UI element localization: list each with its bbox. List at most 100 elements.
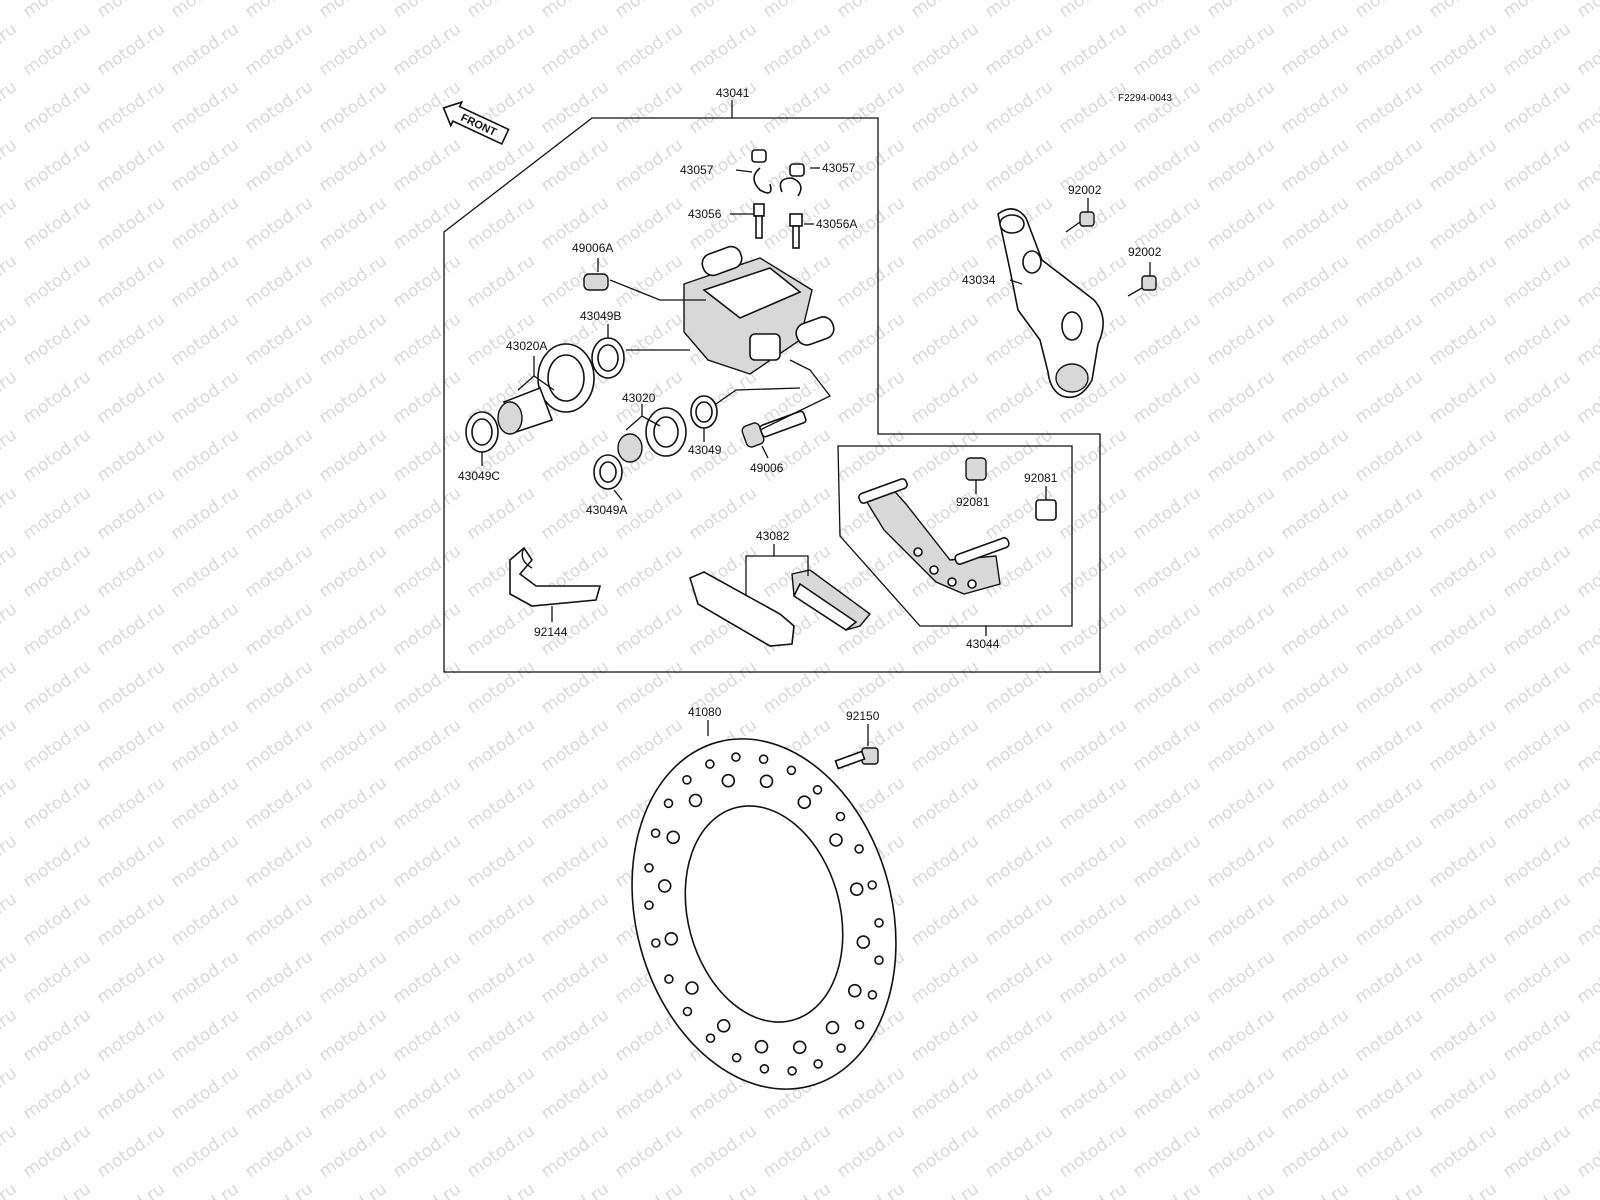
disc-hole: [650, 938, 661, 948]
watermark-text: motod.ru: [93, 599, 168, 660]
watermark-text: motod.ru: [907, 773, 982, 834]
watermark-text: motod.ru: [1129, 0, 1204, 22]
watermark-text: motod.ru: [611, 0, 686, 22]
watermark-text: motod.ru: [241, 657, 316, 718]
watermark-text: motod.ru: [241, 135, 316, 196]
watermark-text: motod.ru: [0, 425, 21, 486]
watermark-text: motod.ru: [981, 1005, 1056, 1066]
watermark-text: motod.ru: [315, 715, 390, 776]
watermark-text: motod.ru: [1573, 483, 1600, 544]
watermark-text: motod.ru: [537, 1063, 612, 1124]
watermark-text: motod.ru: [1203, 889, 1278, 950]
watermark-text: motod.ru: [907, 19, 982, 80]
watermark-text: motod.ru: [1055, 1121, 1130, 1182]
piston-43020A: [537, 343, 595, 413]
disc-hole: [759, 774, 774, 789]
watermark-text: motod.ru: [463, 251, 538, 312]
watermark-text: motod.ru: [1129, 1063, 1204, 1124]
watermark-text: motod.ru: [463, 773, 538, 834]
part-label-43049: 43049: [688, 443, 722, 457]
watermark-text: motod.ru: [1351, 831, 1426, 892]
disc-hole: [849, 882, 864, 897]
watermark-text: motod.ru: [1425, 889, 1500, 950]
watermark-text: motod.ru: [167, 889, 242, 950]
disc-hole: [874, 955, 884, 966]
watermark-text: motod.ru: [0, 309, 21, 370]
disc-hole: [716, 1019, 731, 1033]
watermark-text: motod.ru: [833, 367, 908, 428]
watermark-text: motod.ru: [685, 0, 760, 22]
watermark-text: motod.ru: [833, 1121, 908, 1182]
watermark-text: motod.ru: [1499, 483, 1574, 544]
watermark-text: motod.ru: [0, 947, 21, 1008]
part-label-92144: 92144: [534, 625, 568, 639]
watermark-text: motod.ru: [1573, 715, 1600, 776]
disc-hole: [874, 917, 884, 928]
watermark-text: motod.ru: [167, 19, 242, 80]
watermark-text: motod.ru: [315, 1063, 390, 1124]
watermark-text: motod.ru: [1277, 889, 1352, 950]
pin-49006: [741, 410, 807, 448]
watermark-text: motod.ru: [1425, 0, 1500, 22]
leader-line: [761, 445, 769, 459]
watermark-text: motod.ru: [1203, 1121, 1278, 1182]
watermark-text: motod.ru: [1351, 425, 1426, 486]
watermark-text: motod.ru: [1573, 1063, 1600, 1124]
watermark-text: motod.ru: [0, 77, 21, 138]
watermark-text: motod.ru: [1499, 0, 1574, 22]
watermark-text: motod.ru: [1203, 19, 1278, 80]
watermark-text: motod.ru: [389, 483, 464, 544]
bleeder-valve-43056: [753, 203, 765, 239]
watermark-text: motod.ru: [1499, 889, 1574, 950]
watermark-text: motod.ru: [1203, 831, 1278, 892]
watermark-text: motod.ru: [1129, 251, 1204, 312]
part-label-92081-lower: 92081: [1024, 471, 1058, 485]
part-label-43057-left: 43057: [680, 163, 714, 177]
watermark-text: motod.ru: [833, 19, 908, 80]
watermark-text: motod.ru: [315, 309, 390, 370]
watermark-text: motod.ru: [1129, 831, 1204, 892]
watermark-text: motod.ru: [1351, 1063, 1426, 1124]
disc-hole: [867, 989, 878, 1000]
watermark-text: motod.ru: [1499, 193, 1574, 254]
watermark-text: motod.ru: [167, 135, 242, 196]
watermark-text: motod.ru: [0, 599, 21, 660]
watermark-text: motod.ru: [315, 1005, 390, 1066]
watermark-text: motod.ru: [93, 0, 168, 22]
watermark-text: motod.ru: [1573, 251, 1600, 312]
watermark-text: motod.ru: [167, 773, 242, 834]
part-label-43082: 43082: [756, 529, 790, 543]
watermark-text: motod.ru: [463, 715, 538, 776]
watermark-text: motod.ru: [1573, 657, 1600, 718]
watermark-text: motod.ru: [1351, 483, 1426, 544]
watermark-text: motod.ru: [19, 483, 94, 544]
watermark-text: motod.ru: [241, 77, 316, 138]
watermark-text: motod.ru: [1351, 309, 1426, 370]
watermark-text: motod.ru: [611, 599, 686, 660]
watermark-text: motod.ru: [1351, 715, 1426, 776]
watermark-text: motod.ru: [1573, 889, 1600, 950]
watermark-text: motod.ru: [1129, 483, 1204, 544]
watermark-text: motod.ru: [463, 483, 538, 544]
watermark-text: motod.ru: [1573, 425, 1600, 486]
watermark-text: motod.ru: [0, 0, 21, 22]
part-label-43020: 43020: [622, 391, 656, 405]
watermark-text: motod.ru: [907, 309, 982, 370]
watermark-text: motod.ru: [1351, 889, 1426, 950]
watermark-text: motod.ru: [1055, 541, 1130, 602]
watermark-text: motod.ru: [537, 1005, 612, 1066]
watermark-text: motod.ru: [315, 657, 390, 718]
watermark-text: motod.ru: [19, 657, 94, 718]
watermark-text: motod.ru: [1499, 1005, 1574, 1066]
watermark-text: motod.ru: [907, 715, 982, 776]
watermark-text: motod.ru: [833, 251, 908, 312]
watermark-text: motod.ru: [611, 135, 686, 196]
watermark-text: motod.ru: [907, 889, 982, 950]
part-label-43020A: 43020A: [506, 339, 547, 353]
watermark-text: motod.ru: [1055, 1063, 1130, 1124]
watermark-text: motod.ru: [93, 135, 168, 196]
watermark-text: motod.ru: [315, 773, 390, 834]
watermark-text: motod.ru: [389, 599, 464, 660]
watermark-text: motod.ru: [537, 657, 612, 718]
watermark-text: motod.ru: [0, 483, 21, 544]
